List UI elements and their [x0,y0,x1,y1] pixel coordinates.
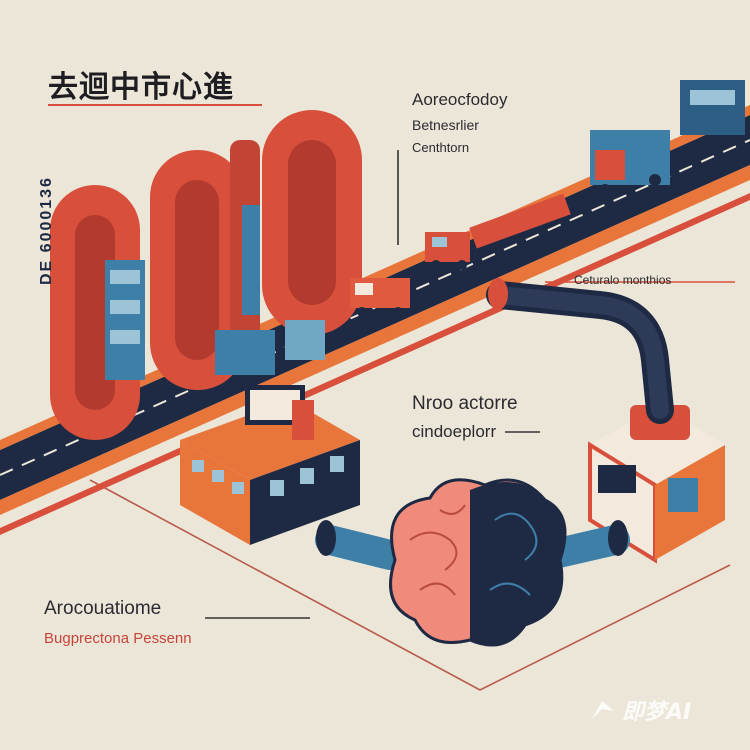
factory-icon [588,405,725,564]
watermark-text: 即梦AI [622,700,692,725]
label-top-right-3: Centhtorn [412,140,470,155]
label-center-1: Nroo actorre [412,393,518,414]
brain-icon [389,478,567,647]
label-top-right-2: Betnesrlier [412,117,479,133]
watermark: 即梦AI [590,694,691,726]
label-top-right-1: Aoreocfodoy [412,90,508,109]
connector-lines [89,150,735,691]
truck-icon [350,80,745,317]
label-vertical: DE 6000136 [38,176,55,285]
label-bottom-2: Bugprectona Pessenn [44,630,192,647]
building-icon [180,385,360,545]
label-bottom-1: Arocouatiome [44,598,162,619]
watermark-logo-icon [592,701,614,719]
machinery [105,205,325,380]
title-underline [48,104,262,106]
connector-line-bottom [89,479,731,691]
label-right-small: Ceturalo monthios [574,273,672,287]
label-center-2: cindoeplorr [412,422,497,441]
page-title: 去迴中市心進 [48,70,234,105]
